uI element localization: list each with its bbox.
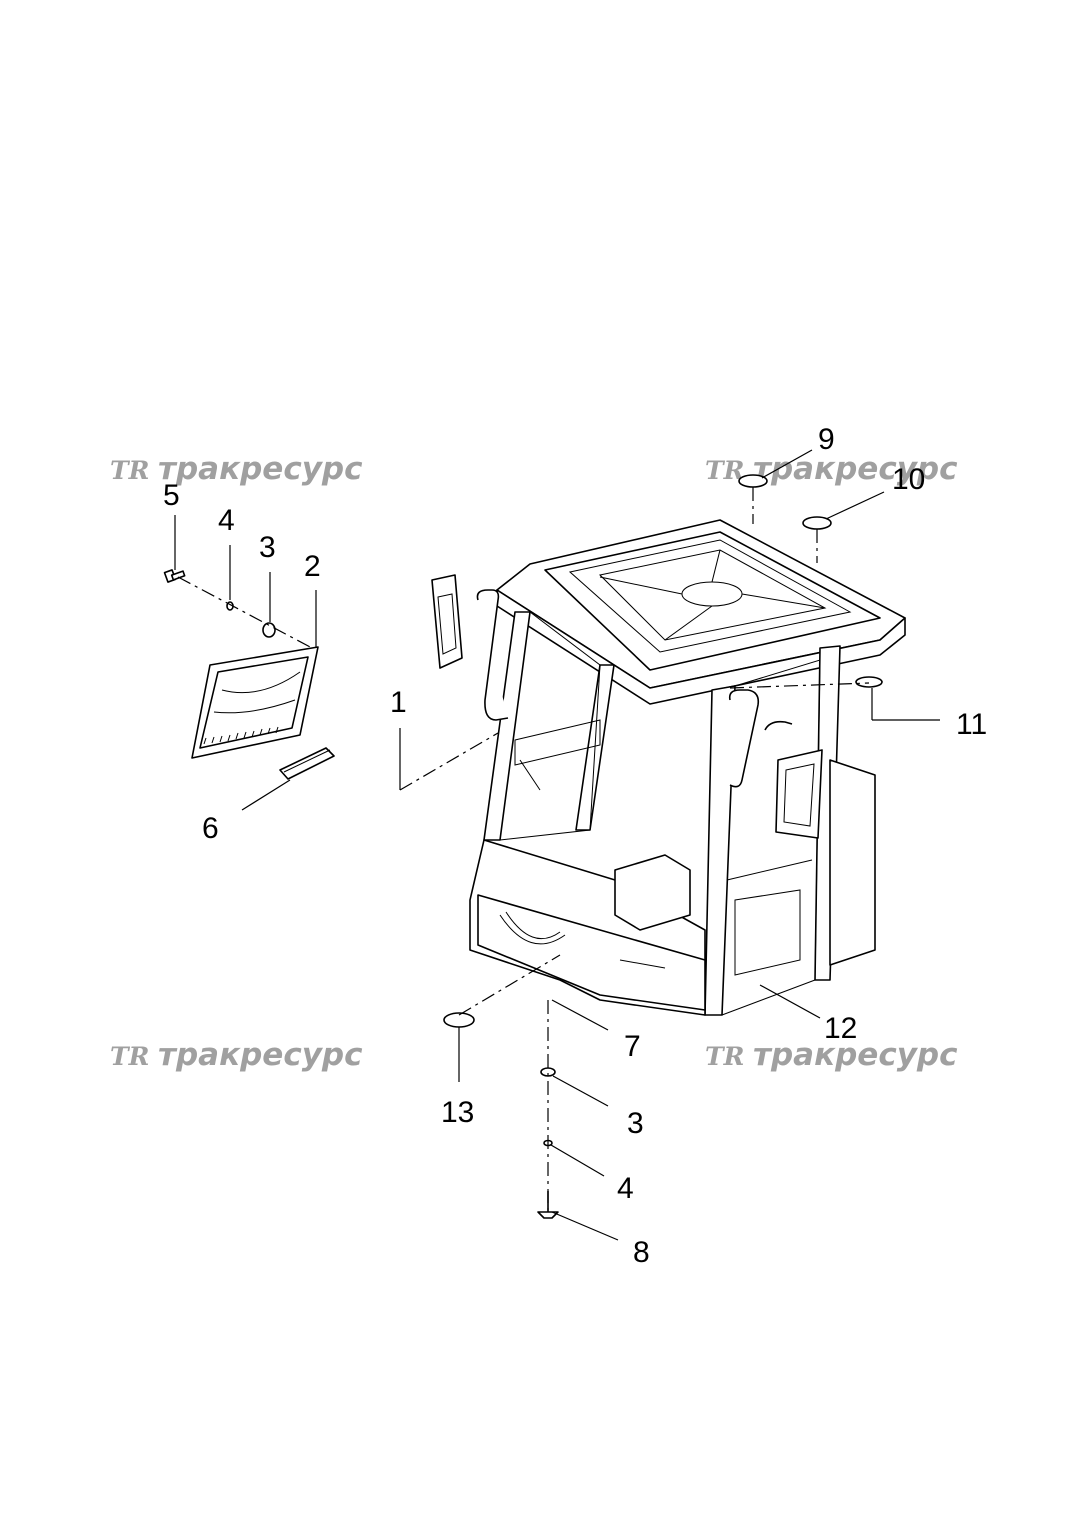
watermark-logo: TR <box>110 1042 149 1071</box>
watermark-text: тракресурс <box>753 1037 958 1073</box>
callout-12: 12 <box>824 1012 857 1045</box>
watermark-text: тракресурс <box>753 451 958 487</box>
callout-1: 1 <box>390 686 407 719</box>
watermark-logo: TR <box>705 456 744 485</box>
watermark-bottom-right: TR тракресурс <box>705 1037 958 1073</box>
callout-6: 6 <box>202 812 219 845</box>
callout-3-bottom: 3 <box>627 1107 644 1140</box>
callout-11: 11 <box>956 708 987 741</box>
watermark-top-left: TR тракресурс <box>110 451 363 487</box>
housing-grille <box>203 726 279 745</box>
callout-8: 8 <box>633 1236 650 1269</box>
watermark-logo: TR <box>110 456 149 485</box>
watermark-top-right: TR тракресурс <box>705 451 958 487</box>
watermark-logo: TR <box>705 1042 744 1071</box>
watermark-bottom-left: TR тракресурс <box>110 1037 363 1073</box>
part-housing-2 <box>191 646 319 759</box>
part-profile-6 <box>279 747 335 780</box>
mirror-left <box>431 574 463 669</box>
axis-line-1 <box>399 732 499 791</box>
watermark-text: тракресурс <box>158 1037 363 1073</box>
leader-lines <box>174 449 940 1241</box>
part-bolt-5 <box>163 569 186 583</box>
axis-line-11 <box>729 682 870 689</box>
axis-line-top-left <box>177 576 313 649</box>
callout-2: 2 <box>304 550 321 583</box>
callouts: 5 4 3 2 1 6 9 10 11 12 7 13 3 4 8 <box>163 423 987 1269</box>
callout-5: 5 <box>163 479 180 512</box>
callout-9: 9 <box>818 423 835 456</box>
roof-hatch <box>568 539 852 653</box>
callout-7: 7 <box>624 1030 641 1063</box>
part-washer-3-top <box>262 622 276 638</box>
mirror-right <box>775 749 823 839</box>
callout-13: 13 <box>441 1096 474 1129</box>
part-cab-1 <box>431 519 906 1016</box>
part-cap-11 <box>855 676 883 688</box>
axis-line-13 <box>458 954 561 1016</box>
watermark-text: тракресурс <box>158 451 363 487</box>
callout-4-top: 4 <box>218 504 235 537</box>
callout-10: 10 <box>892 463 925 496</box>
part-cap-13 <box>443 1012 475 1028</box>
callout-4-bottom: 4 <box>617 1172 634 1205</box>
callout-3-top: 3 <box>259 531 276 564</box>
part-cap-9 <box>738 474 768 488</box>
